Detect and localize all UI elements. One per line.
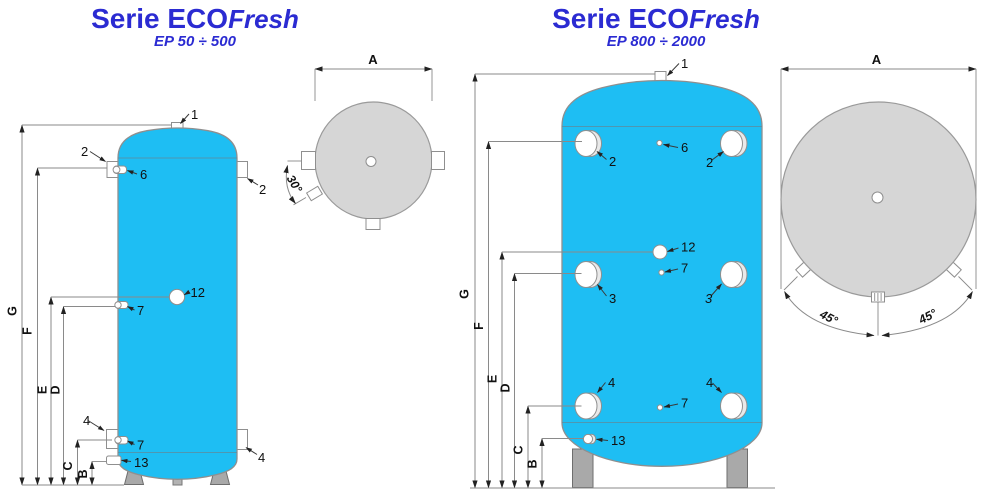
left-flange-2-right: [236, 161, 248, 178]
left-title-range: EP 50 ÷ 500: [154, 33, 236, 51]
left-part-label-2-right: 2: [259, 182, 266, 197]
right-port-13: [582, 433, 597, 445]
right-title-range: EP 800 ÷ 2000: [606, 33, 706, 51]
right-part-label-7-upper: 7: [681, 261, 688, 276]
left-part-label-7-lower: 7: [137, 438, 144, 453]
right-port-3-left: [574, 261, 602, 288]
left-part-label-1: 1: [191, 107, 198, 122]
right-top-dim-A: A: [872, 52, 882, 67]
left-port-12: [168, 288, 186, 306]
left-title-serie: Serie ECO: [91, 3, 229, 34]
right-port-6: [656, 139, 663, 147]
left-title-main: Serie ECOFresh: [55, 4, 335, 33]
left-part-label-12: 12: [191, 285, 205, 300]
left-dim-D: D: [49, 385, 63, 394]
left-part-label-4-left: 4: [83, 413, 90, 428]
left-top-fitting-bottom: [365, 218, 381, 230]
right-top-angle-label-left: 45°: [817, 307, 841, 328]
left-front-dimension-lines: [19, 124, 171, 486]
right-dim-E: E: [486, 375, 500, 383]
right-front-part-leaders: [596, 63, 724, 443]
right-dim-D: D: [499, 383, 513, 392]
right-part-label-4-left: 4: [608, 375, 615, 390]
right-part-label-1: 1: [681, 56, 688, 71]
left-top-fitting-left: [301, 151, 316, 170]
right-port-3-right: [720, 261, 748, 288]
right-part-label-2-right: 2: [706, 155, 713, 170]
right-port-4-left: [574, 392, 602, 420]
right-front-view: G F E D C B 1 2 6 2 12 7 3 3 4 4 7: [458, 56, 775, 489]
right-title-serie: Serie ECO: [552, 3, 690, 34]
left-series-title: Serie ECOFresh EP 50 ÷ 500: [55, 4, 335, 50]
right-tank-top-fitting: [654, 71, 667, 82]
left-port-13: [106, 455, 122, 465]
right-port-7-upper: [658, 269, 665, 276]
left-top-fitting-30deg: [305, 185, 324, 202]
right-series-title: Serie ECOFresh EP 800 ÷ 2000: [516, 4, 796, 50]
left-top-view: A 30°: [283, 52, 445, 230]
right-part-label-13: 13: [611, 433, 625, 448]
right-dim-B: B: [526, 459, 540, 468]
right-part-label-12: 12: [681, 240, 695, 255]
left-dim-F: F: [21, 327, 35, 335]
left-part-label-13: 13: [134, 455, 148, 470]
right-title-fresh: Fresh: [689, 4, 760, 34]
left-top-fitting-right: [431, 151, 445, 170]
left-front-view: G F E D C B 1 2 6 2 12 7 4 7 13 4: [6, 107, 266, 486]
left-dim-B: B: [76, 469, 90, 478]
right-port-2-left: [574, 130, 602, 157]
right-dim-G: G: [458, 289, 472, 299]
right-port-12: [652, 244, 668, 260]
right-top-angle-label-right: 45°: [916, 306, 940, 327]
left-dim-G: G: [6, 306, 20, 316]
right-port-2-right: [720, 130, 748, 157]
left-part-label-6: 6: [140, 167, 147, 182]
right-dim-C: C: [512, 445, 526, 454]
left-part-label-4-right: 4: [258, 450, 265, 465]
right-top-bottom-fitting: [871, 291, 885, 303]
left-part-label-2-left: 2: [81, 144, 88, 159]
right-dim-F: F: [472, 322, 486, 330]
left-port-7-lower: [114, 436, 129, 445]
right-part-label-6: 6: [681, 140, 688, 155]
right-tank-foot-left: [572, 448, 594, 488]
left-port-7-upper: [114, 301, 129, 309]
left-part-label-7-upper: 7: [137, 303, 144, 318]
left-top-angle-label: 30°: [284, 172, 306, 195]
right-title-main: Serie ECOFresh: [516, 4, 796, 33]
left-dim-C: C: [61, 461, 75, 470]
left-top-dim-A: A: [368, 52, 378, 67]
right-top-view: A 45° 45°: [780, 52, 977, 338]
right-part-label-7-lower: 7: [681, 396, 688, 411]
left-front-part-leaders: [87, 113, 259, 464]
right-part-label-2-left: 2: [609, 154, 616, 169]
right-part-label-4-right: 4: [706, 375, 713, 390]
right-part-label-3-left: 3: [609, 291, 616, 306]
right-port-7-lower: [656, 404, 664, 411]
left-top-center-hole: [365, 156, 377, 167]
right-front-dimension-lines: [470, 73, 775, 489]
left-port-6: [112, 165, 127, 174]
right-top-center-hole: [871, 191, 884, 204]
right-port-4-right: [720, 392, 748, 420]
left-flange-4-right: [236, 429, 248, 450]
left-title-fresh: Fresh: [228, 4, 299, 34]
left-dim-E: E: [36, 386, 50, 394]
right-part-label-3-right: 3: [705, 291, 713, 306]
